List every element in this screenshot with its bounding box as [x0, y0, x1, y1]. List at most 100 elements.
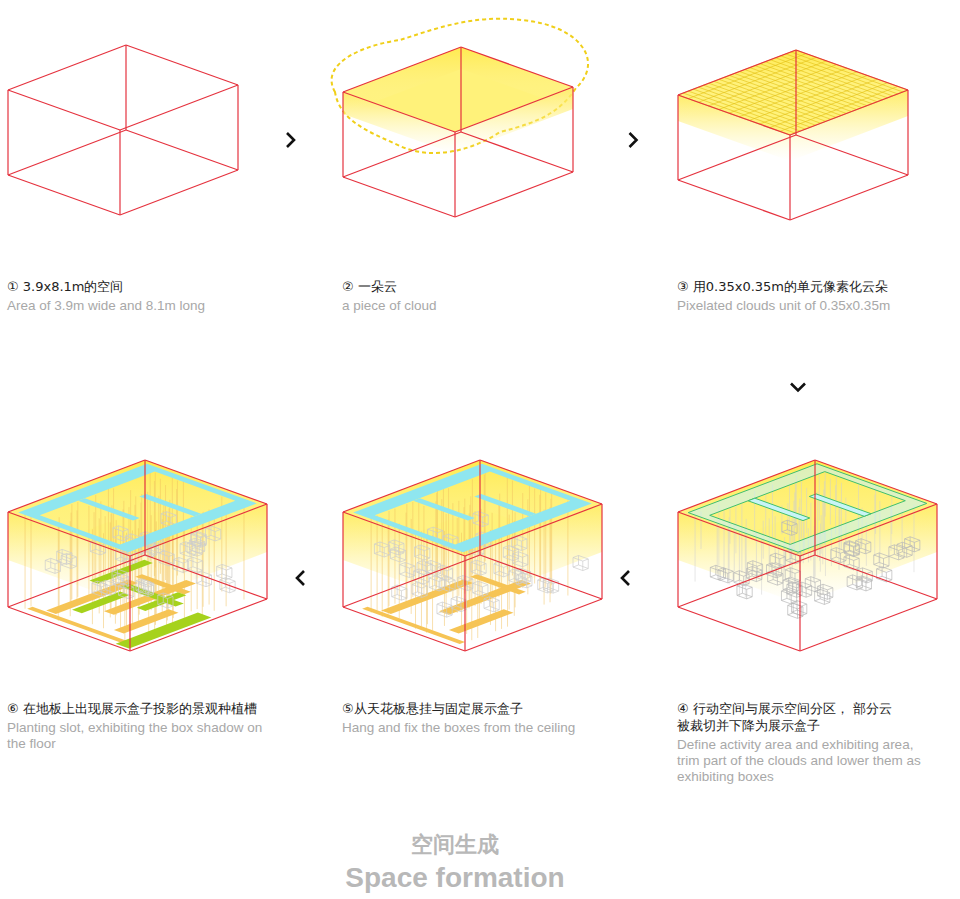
display-box	[400, 572, 405, 574]
hanging-rod	[902, 509, 903, 548]
display-box	[583, 569, 588, 571]
hanging-rod	[801, 482, 802, 539]
display-box	[829, 593, 830, 603]
space-outline	[800, 599, 937, 651]
display-box	[710, 567, 711, 577]
display-box	[180, 551, 185, 553]
display-box	[857, 577, 862, 579]
display-box	[138, 582, 139, 592]
display-box	[448, 534, 458, 538]
pixel-grid	[755, 66, 867, 106]
display-box	[473, 511, 478, 513]
display-box	[899, 558, 904, 560]
pixel-grid	[729, 68, 847, 113]
display-box	[489, 597, 499, 601]
display-box	[777, 574, 782, 576]
display-box	[417, 592, 427, 596]
display-box	[877, 567, 882, 569]
hanging-rod	[197, 514, 198, 609]
display-box	[67, 563, 77, 567]
space-outline	[799, 556, 800, 651]
space-box	[8, 460, 267, 651]
display-box	[861, 539, 862, 549]
space-outline	[8, 175, 120, 215]
display-box	[206, 528, 216, 532]
display-box	[469, 550, 474, 552]
display-box	[132, 562, 137, 564]
display-box	[171, 515, 176, 517]
display-box	[447, 615, 452, 617]
display-box	[513, 551, 514, 561]
caption-english: Hang and fix the boxes from the ceiling	[342, 720, 595, 736]
display-box	[225, 587, 235, 591]
display-box	[180, 544, 181, 554]
display-box	[230, 591, 235, 593]
space-outline	[480, 460, 602, 504]
pixel-grid	[683, 93, 795, 133]
display-box	[818, 594, 823, 596]
display-box	[852, 575, 853, 585]
display-box	[853, 584, 863, 588]
display-box	[113, 573, 118, 575]
step-panel: ② 一朵云a piece of cloud	[330, 5, 595, 318]
display-box	[756, 570, 761, 572]
display-box	[863, 568, 873, 572]
display-box	[879, 553, 880, 563]
display-box	[517, 584, 527, 588]
display-box	[889, 556, 899, 560]
display-box	[163, 593, 173, 597]
display-box	[716, 575, 726, 579]
display-box	[202, 561, 203, 571]
display-box	[55, 564, 56, 574]
space-outline	[678, 50, 796, 95]
display-box	[204, 542, 205, 552]
hanging-rod	[514, 521, 515, 616]
display-box	[791, 526, 792, 536]
floor-strip	[439, 580, 531, 615]
display-box	[119, 573, 129, 577]
display-box	[744, 574, 749, 576]
display-box	[814, 591, 815, 601]
display-box	[841, 561, 846, 563]
display-box	[458, 575, 463, 577]
space-outline	[678, 512, 800, 556]
display-box	[770, 565, 780, 569]
pixel-grid	[724, 77, 836, 117]
display-box	[849, 541, 850, 551]
hanging-rod	[191, 516, 192, 611]
display-box	[412, 582, 417, 584]
display-box	[443, 536, 453, 540]
connector-path	[595, 140, 670, 141]
display-box	[163, 593, 164, 603]
display-box	[390, 549, 391, 559]
hanging-rod	[412, 502, 413, 597]
display-box	[522, 555, 527, 557]
hanging-rod	[734, 523, 735, 571]
walkway-ceiling	[353, 464, 592, 552]
space-outline	[8, 607, 130, 651]
pixel-grid	[781, 56, 893, 96]
space-outline	[677, 512, 678, 607]
display-box	[573, 565, 578, 567]
display-box	[449, 582, 450, 592]
display-box	[190, 555, 195, 557]
display-box	[110, 593, 115, 595]
display-box	[118, 569, 128, 573]
display-box	[773, 580, 783, 584]
display-box	[538, 580, 548, 584]
display-box	[451, 599, 452, 609]
display-box	[222, 574, 232, 578]
display-box	[183, 561, 188, 563]
display-box	[478, 581, 479, 591]
display-box	[192, 557, 193, 567]
display-box	[113, 528, 123, 532]
hanging-rod	[718, 505, 719, 566]
flow-connector	[597, 571, 655, 585]
display-box	[217, 567, 227, 571]
display-box	[790, 568, 791, 578]
display-box	[428, 529, 438, 533]
display-box	[128, 587, 133, 589]
display-box	[151, 582, 152, 592]
display-box	[811, 577, 821, 581]
display-box	[390, 559, 400, 563]
